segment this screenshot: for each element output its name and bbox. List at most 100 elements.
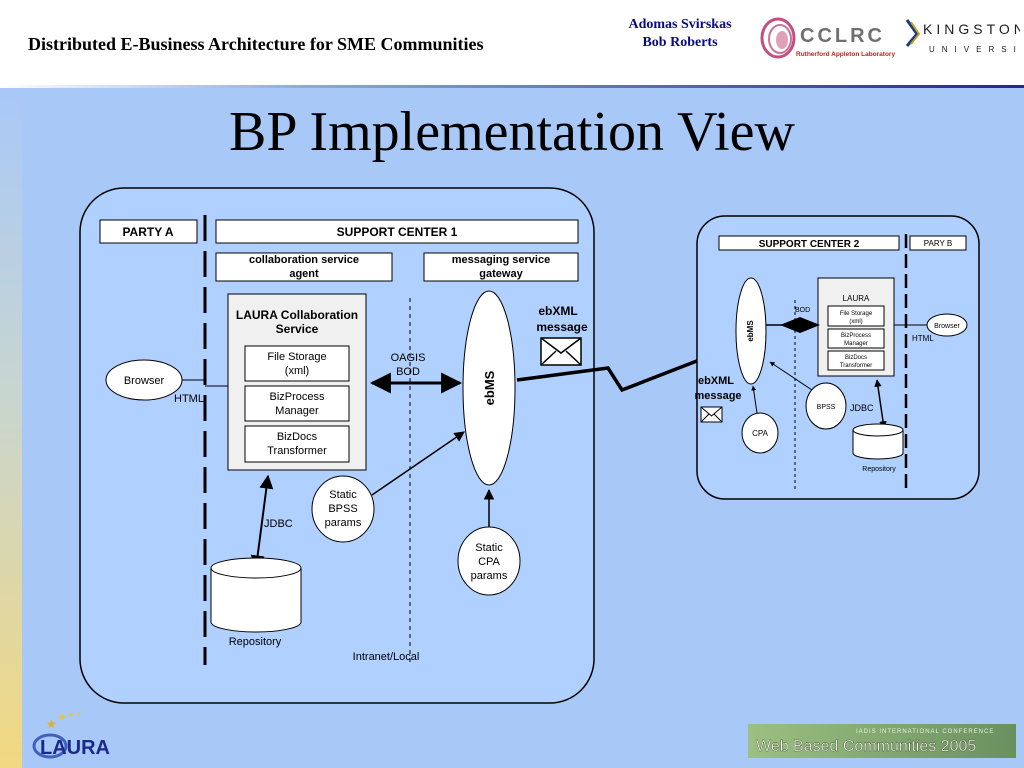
browser-link: [182, 379, 228, 387]
stars-icon: ★ ★ ★ ★: [46, 711, 81, 731]
collab-agent-label-2: agent: [289, 268, 319, 280]
laura-logo-text: LAURA: [40, 737, 110, 759]
intranet-label: Intranet/Local: [353, 651, 420, 663]
orbit-icon: [32, 733, 68, 759]
bpss-mini-arrow: [769, 361, 813, 391]
collab-agent-label-1: collaboration service: [249, 254, 359, 266]
msg-gateway-box: [423, 252, 579, 282]
bizprocess-label-2: Manager: [275, 405, 319, 417]
author-1: Adomas Svirskas: [628, 17, 732, 32]
cclrc-name: CCLRC: [800, 25, 885, 47]
laura-logo: ★ ★ ★ ★ LAURA: [32, 711, 110, 759]
support-center-1-label: SUPPORT CENTER 1: [337, 225, 458, 239]
repository-db: [210, 557, 302, 633]
jdbc-mini-label: JDBC: [850, 403, 874, 413]
bizdocs-box: [244, 425, 350, 463]
static-bpss-label-1: Static: [329, 489, 357, 501]
conference-title: Web Based Communities 2005: [756, 738, 976, 755]
jdbc-arrow: [250, 474, 274, 570]
authors: Adomas Svirskas Bob Roberts: [610, 16, 750, 52]
bizprocess-mini-box: [827, 328, 885, 349]
header-divider: [0, 85, 1024, 88]
static-bpss-label-2: BPSS: [328, 503, 357, 515]
static-bpss-label-3: params: [325, 517, 362, 529]
html-mini-label: HTML: [912, 334, 934, 343]
left-gradient-bar: [0, 88, 22, 768]
ebms-label: ebMS: [482, 370, 497, 405]
repository-mini-label: Repository: [862, 466, 896, 473]
header-bar: Distributed E-Business Architecture for …: [0, 0, 1024, 85]
ebxml-label-2: message: [536, 320, 588, 334]
static-cpa-label-1: Static: [475, 542, 503, 554]
cpa-mini-node: [741, 412, 779, 454]
conference-banner: IADIS INTERNATIONAL CONFERENCE Web Based…: [748, 724, 1016, 758]
bizdocs-label-1: BizDocs: [277, 431, 318, 443]
support-center-1-box: [215, 219, 579, 244]
envelope-mini-icon: [700, 406, 723, 423]
ebxml-mini-label-2: message: [694, 390, 741, 402]
svg-text:★: ★: [46, 717, 57, 731]
party-b-label: PARY B: [924, 239, 952, 248]
ebxml-mini-label-1: ebXML: [698, 375, 734, 387]
kingston-subtitle: UNIVERSITY: [929, 45, 1020, 54]
presentation-title: Distributed E-Business Architecture for …: [28, 34, 484, 54]
internet-lightning-link: [516, 343, 739, 393]
msg-gateway-label-2: gateway: [479, 268, 523, 280]
browser-label: Browser: [124, 375, 165, 387]
support-center-2-label: SUPPORT CENTER 2: [759, 239, 860, 250]
party-a-box: [99, 219, 198, 244]
svg-text:★: ★: [76, 711, 81, 718]
bizprocess-mini-2: Manager: [844, 341, 868, 347]
bpss-mini-node: [805, 382, 847, 430]
jdbc-mini-arrow: [874, 379, 887, 429]
bizdocs-label-2: Transformer: [267, 445, 327, 457]
oagis-label-1: OAGIS: [391, 352, 426, 364]
repository-mini-db: [852, 423, 904, 460]
laura-mini-label: LAURA: [843, 294, 870, 303]
bod-diamond-connector: [766, 317, 820, 333]
repository-label: Repository: [229, 636, 282, 648]
bizdocs-mini-2: Transformer: [840, 363, 872, 369]
static-cpa-label-3: params: [471, 570, 508, 582]
slide-title: BP Implementation View: [229, 101, 795, 163]
party-b-box: [909, 235, 967, 251]
file-storage-label-1: File Storage: [267, 351, 326, 363]
static-cpa-label-2: CPA: [478, 556, 500, 568]
collab-agent-box: [215, 252, 393, 282]
kingston-name: KINGSTON: [923, 21, 1020, 37]
ebxml-label-1: ebXML: [538, 304, 577, 318]
laura-service-label-1: LAURA Collaboration: [236, 308, 358, 322]
bizprocess-label-1: BizProcess: [269, 391, 325, 403]
file-storage-mini-2: (xml): [849, 319, 862, 325]
cpa-mini-arrow: [751, 385, 758, 414]
file-storage-label-2: (xml): [285, 365, 309, 377]
bizdocs-mini-box: [827, 350, 885, 371]
kingston-k-icon: [905, 19, 919, 47]
cpa-mini-label: CPA: [752, 429, 769, 438]
static-bpss-node: [311, 475, 375, 543]
author-2: Bob Roberts: [642, 35, 718, 50]
jdbc-label: JDBC: [264, 518, 293, 530]
kingston-logo: KINGSTON UNIVERSITY: [905, 19, 1020, 54]
cclrc-swirl-icon: [760, 17, 796, 59]
file-storage-mini-1: File Storage: [840, 311, 873, 317]
bod-mini-label: BOD: [795, 307, 810, 314]
svg-text:★: ★: [68, 711, 74, 719]
ebms-node: [462, 290, 516, 486]
ebms-mini-node: [735, 277, 767, 385]
oagis-label-2: BOD: [396, 366, 420, 378]
conference-sub: IADIS INTERNATIONAL CONFERENCE: [856, 729, 994, 735]
file-storage-box: [244, 345, 350, 382]
laura-service-label-2: Service: [276, 322, 319, 336]
ebms-mini-label: ebMS: [746, 320, 755, 342]
cclrc-logo: CCLRC Rutherford Appleton Laboratory: [760, 17, 895, 59]
support-center-2-box: [718, 235, 900, 251]
bizprocess-mini-1: BizProcess: [841, 333, 871, 339]
bizdocs-mini-1: BizDocs: [845, 355, 867, 361]
html-label: HTML: [174, 393, 204, 405]
envelope-icon: [540, 337, 582, 366]
bpss-arrow: [371, 431, 465, 496]
file-storage-mini-box: [827, 305, 885, 327]
browser-mini-label: Browser: [934, 323, 960, 330]
